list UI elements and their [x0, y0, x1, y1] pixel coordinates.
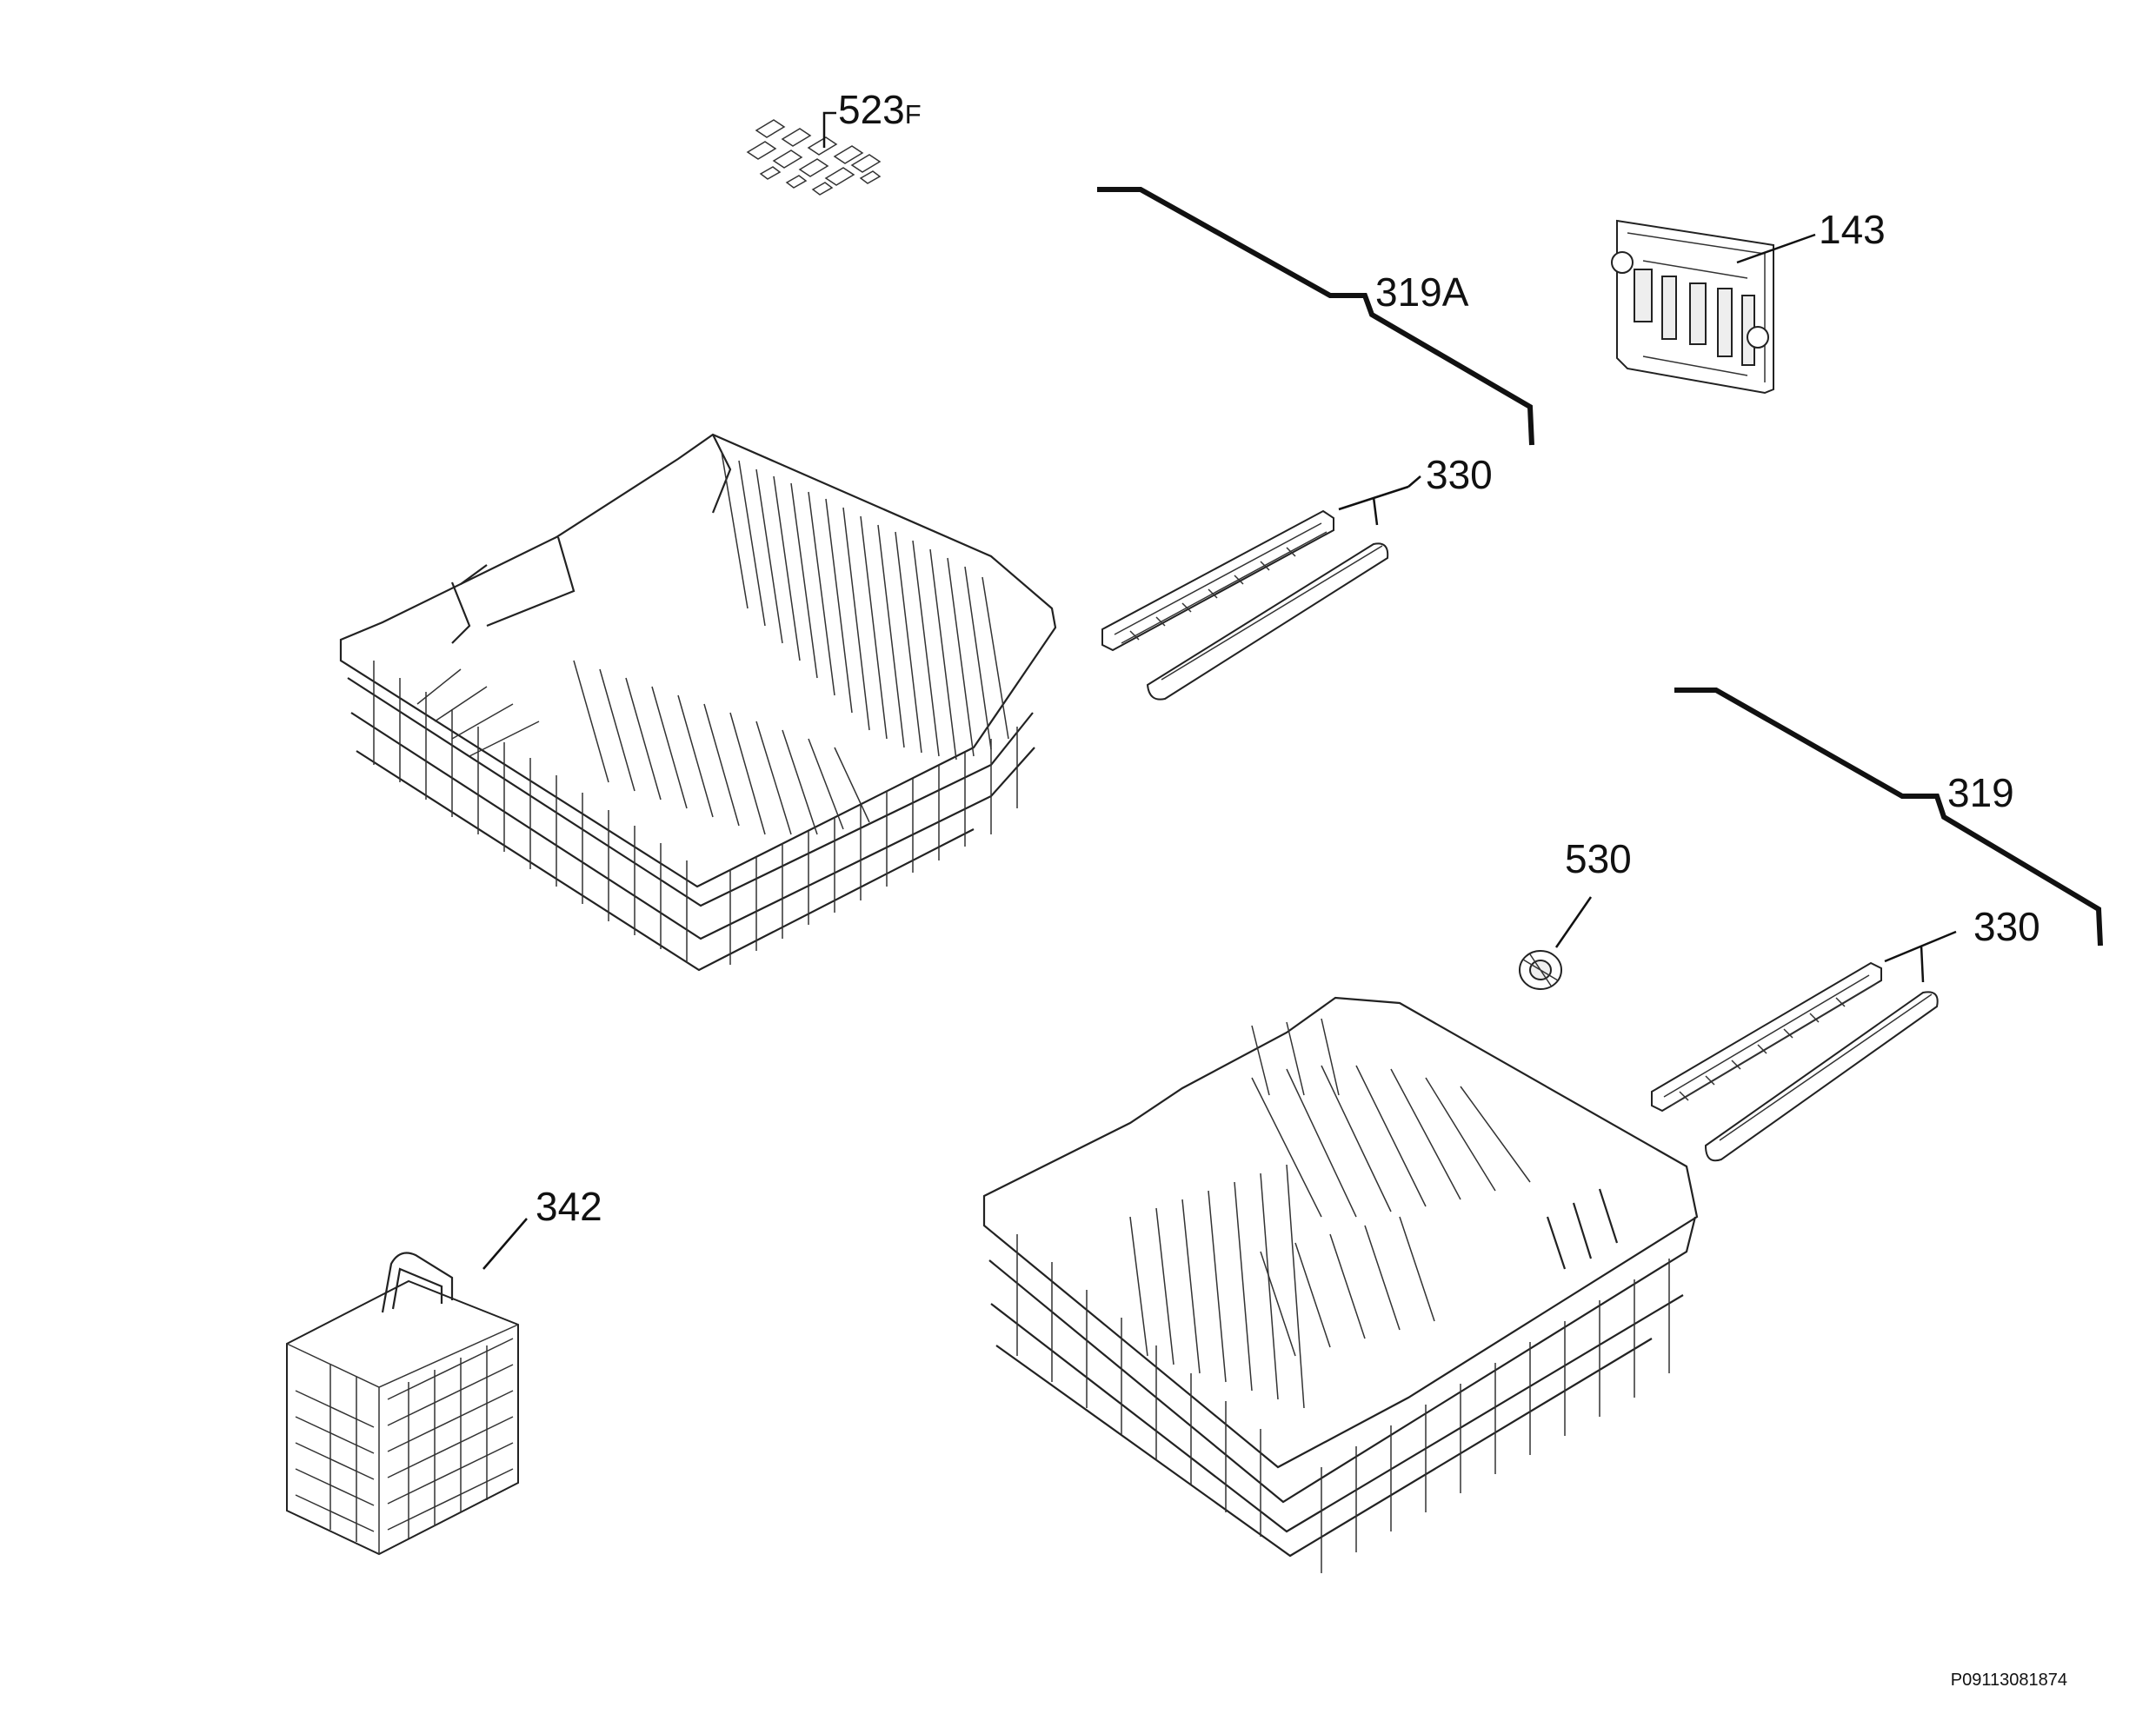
label-523f-suffix: F [905, 99, 922, 130]
label-330-lower: 330 [1973, 904, 2040, 949]
upper-basket[interactable] [339, 433, 1057, 972]
label-530: 530 [1565, 836, 1632, 881]
part-523f-clips[interactable] [746, 111, 882, 196]
part-530-wheel[interactable] [1519, 896, 1593, 990]
label-319: 319 [1947, 770, 2014, 815]
part-342-cutlery-basket[interactable] [286, 1218, 528, 1556]
label-523f: 523F [838, 87, 922, 132]
label-143: 143 [1819, 207, 1886, 252]
label-319a: 319A [1375, 269, 1469, 315]
part-319-rail[interactable] [1674, 688, 2103, 947]
part-143-bracket[interactable] [1611, 219, 1816, 395]
label-342: 342 [536, 1184, 602, 1229]
label-330-upper: 330 [1426, 452, 1493, 497]
label-523f-main: 523 [838, 87, 905, 132]
part-319a-rail[interactable] [1097, 187, 1534, 446]
part-330-lower-slide[interactable] [1651, 930, 1957, 1162]
lower-basket[interactable] [982, 996, 1699, 1573]
part-330-upper-slide[interactable] [1101, 475, 1421, 701]
drawing-code: P09113081874 [1951, 1671, 2067, 1690]
